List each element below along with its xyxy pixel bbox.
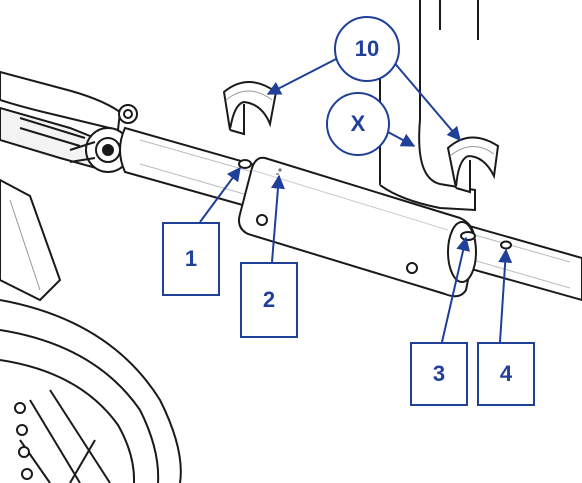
leader-3 bbox=[441, 236, 470, 343]
clip-right bbox=[446, 136, 500, 194]
hole-4 bbox=[500, 240, 512, 250]
side-strut bbox=[0, 178, 62, 302]
callout-4: 4 bbox=[477, 342, 535, 406]
leader-4 bbox=[498, 248, 513, 343]
leader-10-left bbox=[266, 57, 339, 95]
leader-x bbox=[387, 131, 416, 147]
hinge-bolt bbox=[69, 104, 138, 173]
callout-3: 3 bbox=[410, 342, 468, 406]
callout-1: 1 bbox=[162, 222, 220, 296]
clip-left bbox=[222, 81, 278, 136]
frame-arm bbox=[0, 70, 122, 170]
leader-2 bbox=[271, 174, 285, 263]
leader-lines bbox=[199, 57, 513, 343]
callout-10: 10 bbox=[334, 16, 400, 82]
hole-1 bbox=[238, 159, 252, 169]
wheel bbox=[0, 299, 182, 483]
callout-x: X bbox=[326, 92, 390, 156]
leader-1 bbox=[199, 166, 241, 223]
leader-10-right bbox=[391, 59, 461, 142]
callout-2: 2 bbox=[240, 262, 298, 338]
